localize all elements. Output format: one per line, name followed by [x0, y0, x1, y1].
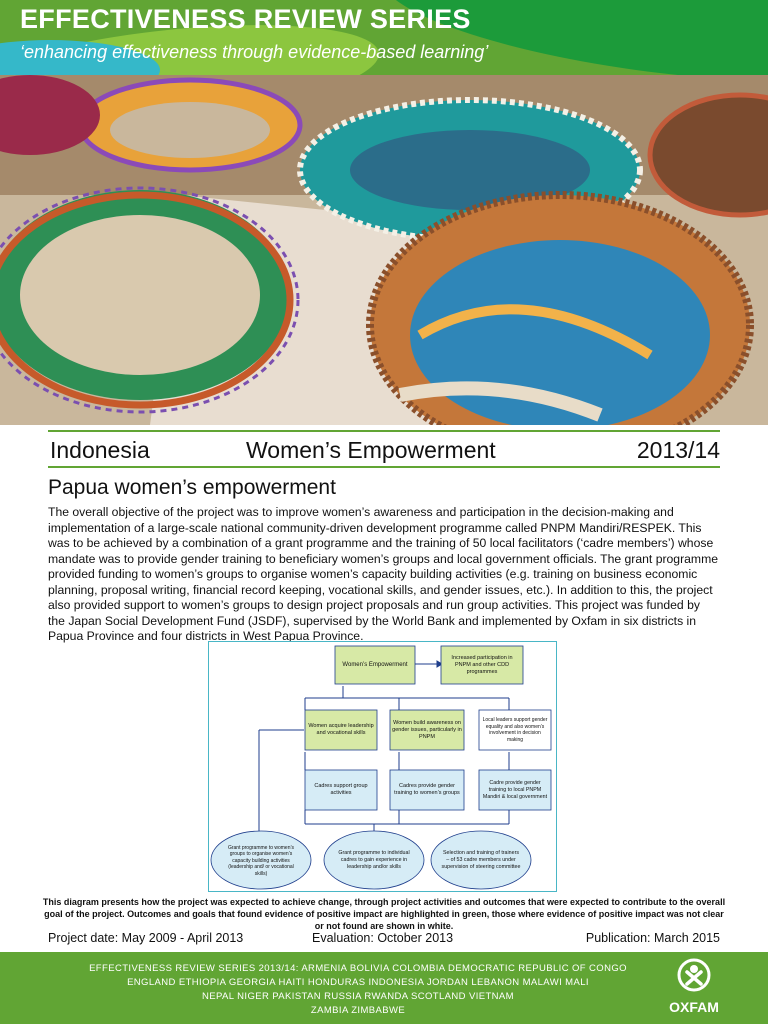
footer-banner: EFFECTIVENESS REVIEW SERIES 2013/14: ARM…	[0, 952, 768, 1024]
outcome-text: Local leaders support gender equality an…	[482, 717, 548, 743]
theory-of-change-diagram: Women’s Empowerment Increased participat…	[208, 641, 557, 892]
header-banner: EFFECTIVENESS REVIEW SERIES ‘enhancing e…	[0, 0, 768, 75]
countries-line: ENGLAND ETHIOPIA GEORGIA HAITI HONDURAS …	[127, 977, 589, 988]
woven-hats-photo	[0, 75, 768, 425]
series-countries: EFFECTIVENESS REVIEW SERIES 2013/14: ARM…	[58, 962, 658, 1018]
goal-box	[440, 645, 524, 685]
activity-ellipse	[430, 830, 532, 890]
output-text: Cadres provide gender training to women’…	[394, 783, 460, 796]
goal-text: Increased participation in PNPM and othe…	[451, 654, 513, 675]
output-text: Cadre provide gender training to local P…	[482, 779, 548, 800]
meta-row: Indonesia Women’s Empowerment 2013/14	[48, 430, 720, 468]
goal-box	[334, 645, 416, 685]
output-box	[389, 769, 465, 811]
activity-text: Grant programme to women’s groups to org…	[227, 844, 295, 877]
country-label: Indonesia	[50, 437, 150, 463]
outcome-box	[389, 709, 465, 751]
series-tagline: ‘enhancing effectiveness through evidenc…	[20, 42, 489, 62]
goal-text: Women’s Empowerment	[342, 661, 408, 668]
outcome-text: Women acquire leadership and vocational …	[308, 723, 374, 736]
project-title: Papua women’s empowerment	[48, 476, 336, 499]
project-date: Project date: May 2009 - April 2013	[48, 931, 244, 945]
activity-text: Grant programme to individual cadres to …	[338, 849, 410, 870]
evaluation-date: Evaluation: October 2013	[312, 931, 454, 945]
outcome-text: Women build awareness on gender issues, …	[392, 719, 462, 740]
publication-date: Publication: March 2015	[585, 931, 720, 945]
activity-ellipse	[210, 830, 312, 890]
diagram-caption: This diagram presents how the project wa…	[42, 897, 726, 931]
oxfam-icon	[677, 958, 711, 992]
output-box	[478, 769, 552, 811]
countries-line: EFFECTIVENESS REVIEW SERIES 2013/14: ARM…	[89, 963, 627, 974]
activity-ellipse	[323, 830, 425, 890]
project-description: The overall objective of the project was…	[48, 505, 719, 643]
countries-line: NEPAL NIGER PAKISTAN RUSSIA RWANDA SCOTL…	[202, 991, 514, 1002]
output-box	[304, 769, 378, 811]
oxfam-logo: OXFAM	[662, 958, 726, 1018]
output-text: Cadres support group activities	[314, 783, 368, 796]
year-label: 2013/14	[636, 437, 720, 463]
activity-text: Selection and training of trainers – of …	[441, 849, 521, 870]
theme-label: Women’s Empowerment	[246, 437, 496, 463]
outcome-box	[304, 709, 378, 751]
oxfam-logo-text: OXFAM	[669, 999, 719, 1015]
series-title: EFFECTIVENESS REVIEW SERIES	[20, 4, 471, 34]
countries-line: ZAMBIA ZIMBABWE	[310, 1005, 406, 1016]
diagram-arrowhead	[436, 660, 443, 668]
outcome-box	[478, 709, 552, 751]
